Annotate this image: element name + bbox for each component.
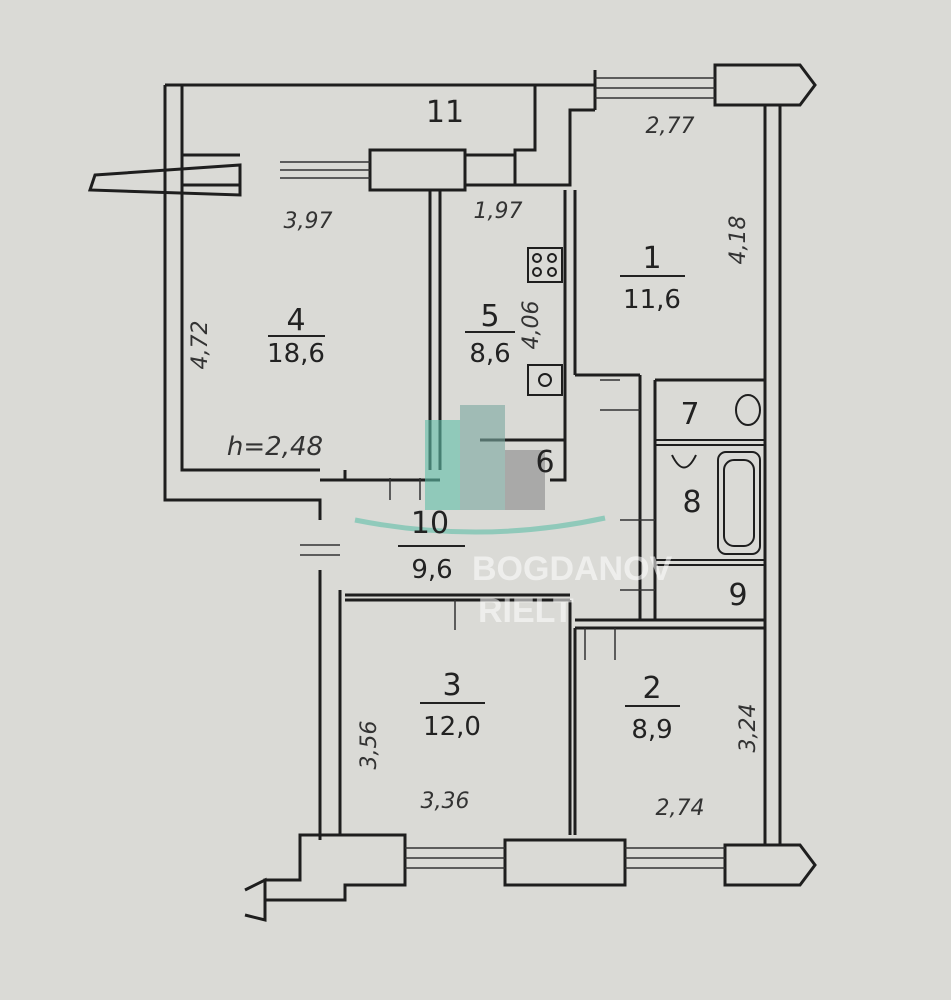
dim-room1-width: 2,77 bbox=[646, 114, 695, 139]
svg-text:2,74: 2,74 bbox=[656, 796, 705, 821]
dim-room5-width: 1,97 bbox=[474, 199, 523, 224]
svg-text:4,18: 4,18 bbox=[726, 216, 751, 265]
svg-text:11: 11 bbox=[426, 95, 464, 130]
dim-room4-length: 4,72 bbox=[188, 321, 213, 370]
svg-text:9: 9 bbox=[728, 578, 747, 613]
svg-text:RIELT: RIELT bbox=[478, 592, 574, 630]
svg-text:6: 6 bbox=[535, 445, 554, 480]
room-3-number: 3 bbox=[442, 668, 461, 703]
fixtures bbox=[527, 247, 761, 555]
washbasin-icon bbox=[671, 454, 697, 469]
walls bbox=[87, 63, 817, 922]
dim-room3-width: 3,36 bbox=[421, 789, 470, 814]
svg-text:10: 10 bbox=[411, 506, 449, 541]
dim-room2-length: 3,24 bbox=[736, 704, 761, 753]
room-4-number: 4 bbox=[286, 303, 305, 338]
room-7-number: 7 bbox=[680, 397, 699, 432]
dim-room1-length: 4,18 bbox=[726, 216, 751, 265]
dim-room3-length: 3,56 bbox=[357, 721, 382, 770]
room-5-number: 5 bbox=[480, 299, 499, 334]
room-11-number: 11 bbox=[426, 95, 464, 130]
svg-text:3: 3 bbox=[442, 668, 461, 703]
room-2-area: 8,9 bbox=[631, 715, 672, 745]
room-10-number: 10 bbox=[411, 506, 449, 541]
svg-text:7: 7 bbox=[680, 397, 699, 432]
svg-text:4: 4 bbox=[286, 303, 305, 338]
watermark-line1: BOGDANOV bbox=[472, 550, 673, 588]
svg-text:12,0: 12,0 bbox=[423, 712, 481, 742]
svg-text:8,9: 8,9 bbox=[631, 715, 672, 745]
room-1-area: 11,6 bbox=[623, 285, 681, 315]
svg-text:1,97: 1,97 bbox=[474, 199, 523, 224]
svg-text:8: 8 bbox=[682, 485, 701, 520]
watermark-line2: RIELT bbox=[478, 592, 574, 630]
svg-text:5: 5 bbox=[480, 299, 499, 334]
stove-icon bbox=[527, 247, 563, 283]
room-3-area: 12,0 bbox=[423, 712, 481, 742]
dim-room5-length: 4,06 bbox=[519, 301, 544, 350]
svg-text:4,72: 4,72 bbox=[188, 321, 213, 370]
watermark-logo bbox=[354, 405, 606, 535]
ceiling-height: h=2,48 bbox=[227, 432, 323, 462]
room-9-number: 9 bbox=[728, 578, 747, 613]
svg-text:BOGDANOV: BOGDANOV bbox=[472, 550, 673, 588]
room-5-area: 8,6 bbox=[469, 339, 510, 369]
svg-text:3,56: 3,56 bbox=[357, 721, 382, 770]
bathtub-icon bbox=[717, 451, 761, 555]
svg-text:2: 2 bbox=[642, 671, 661, 706]
svg-text:9,6: 9,6 bbox=[411, 555, 452, 585]
svg-text:3,97: 3,97 bbox=[284, 209, 333, 234]
svg-text:h=2,48: h=2,48 bbox=[227, 432, 323, 462]
room-1-number: 1 bbox=[642, 241, 661, 276]
room-8-number: 8 bbox=[682, 485, 701, 520]
svg-text:8,6: 8,6 bbox=[469, 339, 510, 369]
svg-text:4,06: 4,06 bbox=[519, 301, 544, 350]
svg-text:3,36: 3,36 bbox=[421, 789, 470, 814]
sink-icon bbox=[527, 364, 563, 396]
room-2-number: 2 bbox=[642, 671, 661, 706]
svg-text:18,6: 18,6 bbox=[267, 339, 325, 369]
svg-text:11,6: 11,6 bbox=[623, 285, 681, 315]
room-6-number: 6 bbox=[535, 445, 554, 480]
room-10-area: 9,6 bbox=[411, 555, 452, 585]
room-4-area: 18,6 bbox=[267, 339, 325, 369]
dim-room4-width: 3,97 bbox=[284, 209, 333, 234]
svg-text:3,24: 3,24 bbox=[736, 704, 761, 753]
toilet-icon bbox=[735, 394, 761, 426]
dim-room2-width: 2,74 bbox=[656, 796, 705, 821]
svg-text:2,77: 2,77 bbox=[646, 114, 695, 139]
svg-text:1: 1 bbox=[642, 241, 661, 276]
